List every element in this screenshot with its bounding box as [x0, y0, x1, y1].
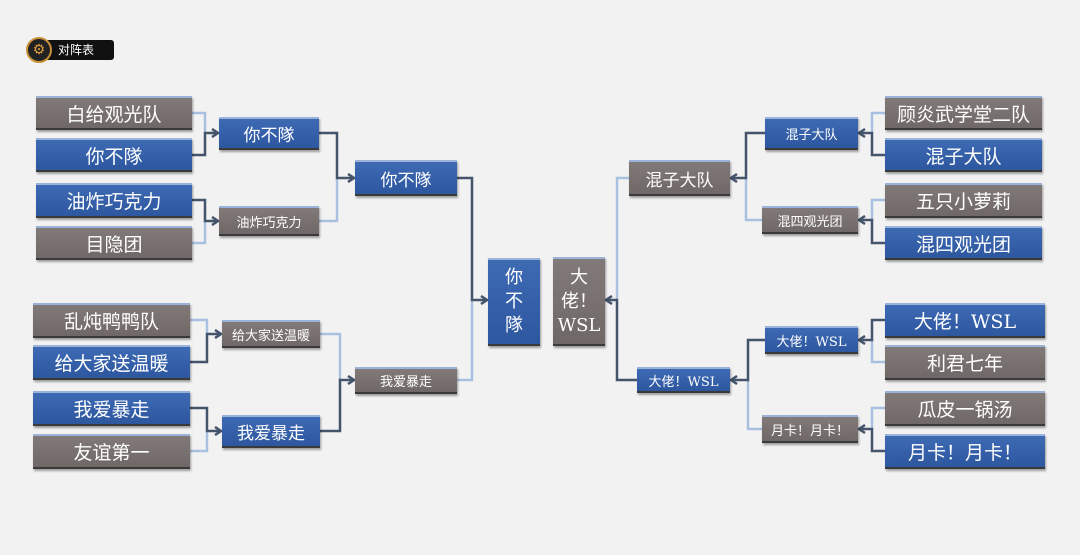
bracket-title: ⚙ 对阵表 — [26, 37, 115, 63]
team-box-right-round1: 混四观光团 — [885, 226, 1042, 260]
team-box-left-round3: 你不隊 — [355, 160, 457, 196]
team-box-right-round2: 混四观光团 — [762, 206, 858, 234]
team-box-left-round2: 油炸巧克力 — [219, 206, 319, 236]
team-box-right-round1: 五只小萝莉 — [885, 183, 1042, 218]
team-box-right-round3: 混子大队 — [629, 160, 730, 196]
team-box-right-round3: 大佬！WSL — [637, 367, 730, 393]
team-box-right-round1: 大佬！WSL — [885, 303, 1045, 338]
team-box-left-round2: 你不隊 — [219, 117, 319, 150]
team-box-right-round2: 大佬！WSL — [765, 326, 858, 354]
team-box-left-round1: 给大家送温暖 — [33, 345, 190, 380]
team-box-right-round1: 混子大队 — [885, 138, 1042, 172]
team-box-right-round1: 利君七年 — [885, 345, 1045, 380]
team-box-left-round1: 目隐团 — [36, 226, 192, 260]
team-box-right-round2: 混子大队 — [765, 117, 858, 150]
team-box-left-round3: 我爱暴走 — [355, 367, 457, 394]
team-box-left-round1: 我爱暴走 — [33, 391, 190, 426]
team-box-left-round2: 给大家送温暖 — [222, 320, 320, 348]
team-box-left-round1: 乱炖鸭鸭队 — [33, 303, 190, 338]
team-box-left-round2: 我爱暴走 — [222, 415, 320, 448]
team-box-right-round1: 顾炎武学堂二队 — [885, 96, 1042, 130]
title-label: 对阵表 — [46, 40, 115, 60]
team-box-final: 你 不 隊 — [488, 258, 540, 346]
team-box-left-round1: 你不隊 — [36, 138, 192, 172]
team-box-left-round1: 友谊第一 — [33, 434, 190, 469]
team-box-left-round1: 油炸巧克力 — [36, 183, 192, 218]
gear-logo-icon: ⚙ — [26, 37, 52, 63]
team-box-right-round2: 月卡！月卡！ — [762, 415, 858, 443]
team-box-left-round1: 白给观光队 — [36, 96, 192, 130]
team-box-final: 大 佬！ WSL — [553, 257, 605, 346]
team-box-right-round1: 月卡！月卡！ — [885, 434, 1045, 469]
team-box-right-round1: 瓜皮一锅汤 — [885, 391, 1045, 426]
